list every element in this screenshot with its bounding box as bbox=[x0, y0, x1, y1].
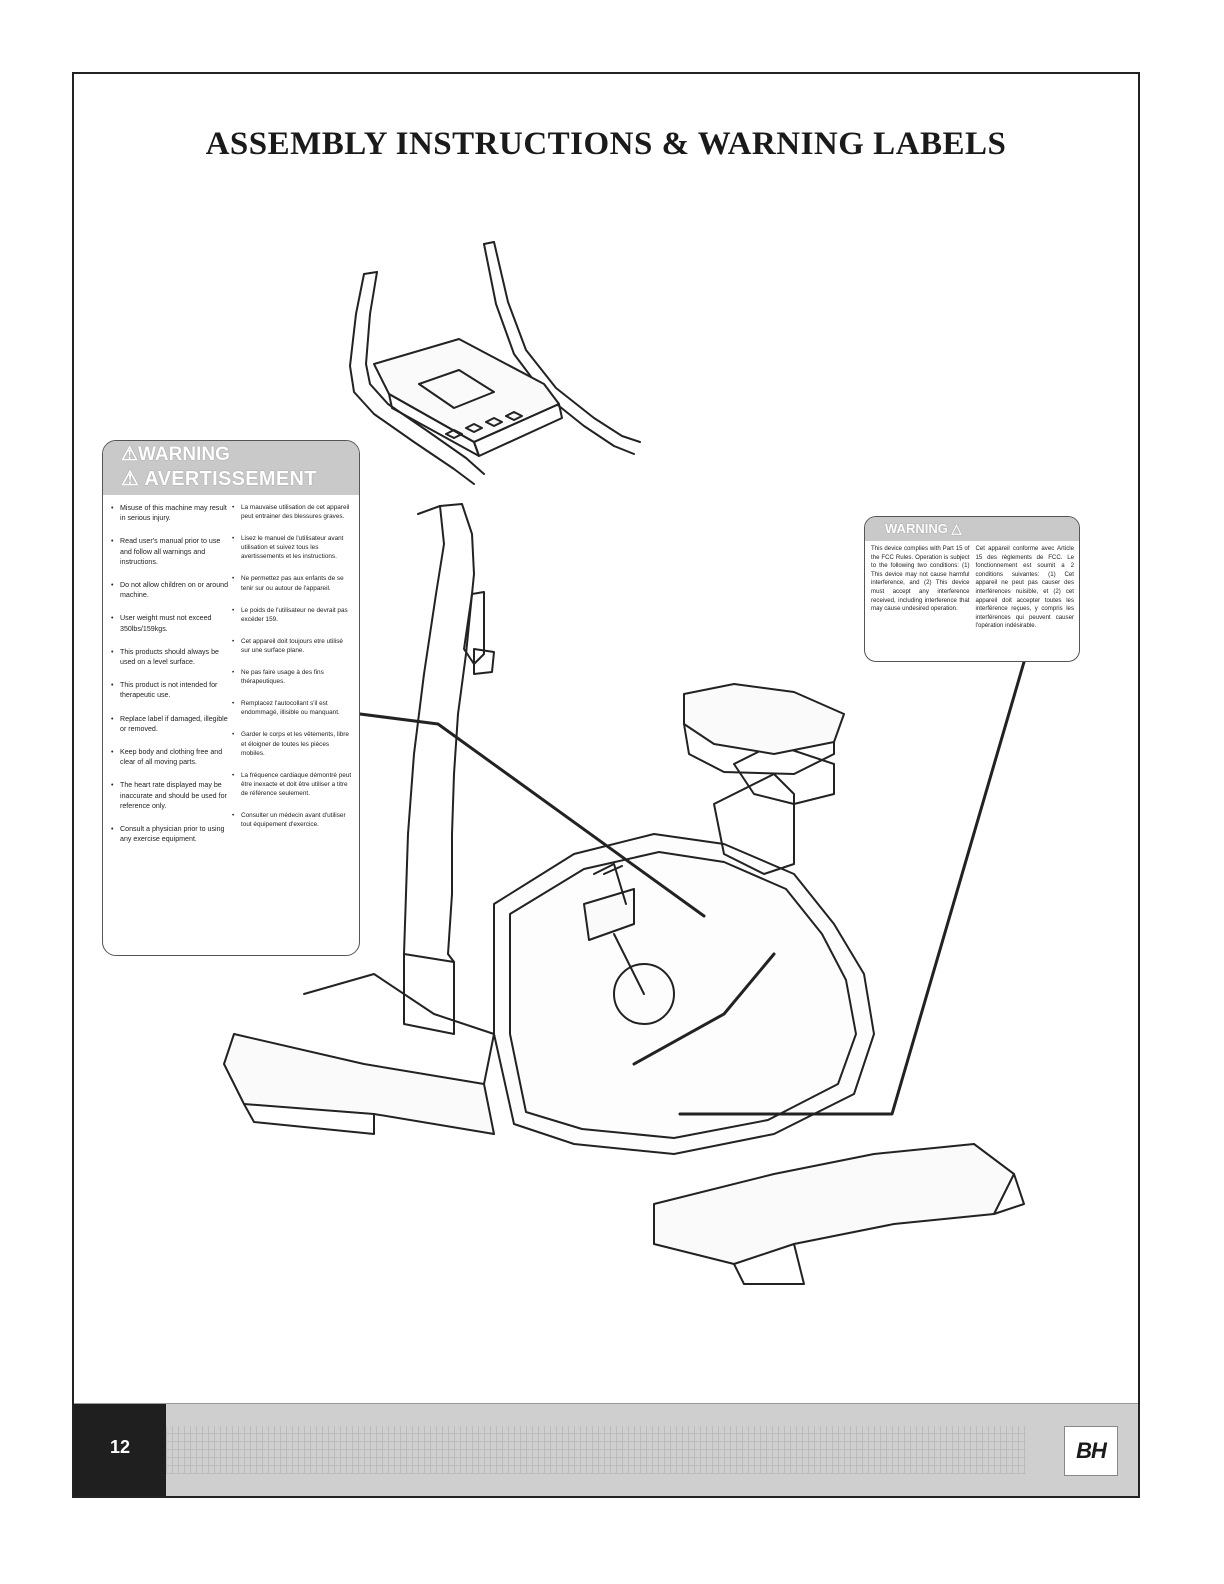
warning-item-en: Keep body and clothing free and clear of… bbox=[111, 747, 232, 767]
warning-item-en: User weight must not exceed 350lbs/159kg… bbox=[111, 613, 232, 633]
warning-item-fr: Consulter un médecin avant d'utiliser to… bbox=[232, 811, 353, 829]
page-title: ASSEMBLY INSTRUCTIONS & WARNING LABELS bbox=[205, 126, 1007, 162]
warning-label-header: ⚠WARNING ⚠ AVERTISSEMENT bbox=[103, 441, 359, 495]
warning-item-fr: La fréquence cardiaque démontré peut êtr… bbox=[232, 771, 353, 798]
warning-item-en: Misuse of this machine may result in ser… bbox=[111, 503, 232, 523]
warning-item-en: This product is not intended for therape… bbox=[111, 680, 232, 700]
warning-item-en: This products should always be used on a… bbox=[111, 647, 232, 667]
warning-item-en: Do not allow children on or around machi… bbox=[111, 580, 232, 600]
warning-item-fr: Cet appareil doit toujours etre utilisé … bbox=[232, 637, 353, 655]
warning-heading-fr: ⚠ AVERTISSEMENT bbox=[121, 468, 317, 490]
fcc-label-header: WARNING △ bbox=[865, 517, 1079, 541]
fcc-text-english: This device complies with Part 15 of the… bbox=[871, 545, 970, 613]
page-number-box: 12 bbox=[74, 1404, 166, 1496]
warning-list-french: La mauvaise utilisation de cet appareil … bbox=[232, 503, 353, 857]
warning-item-en: Consult a physician prior to using any e… bbox=[111, 824, 232, 844]
fcc-warning-label: WARNING △ This device complies with Part… bbox=[864, 516, 1080, 662]
fcc-text-french: Cet appareil conforme avec Article 15 de… bbox=[975, 545, 1075, 630]
warning-item-fr: Lisez le manuel de l'utilisateur avant u… bbox=[232, 534, 353, 561]
brand-logo-text: BH bbox=[1076, 1438, 1107, 1463]
page-number: 12 bbox=[110, 1437, 131, 1457]
warning-item-en: Replace label if damaged, illegible or r… bbox=[111, 714, 232, 734]
bh-logo: BH bbox=[1064, 1426, 1118, 1476]
warning-item-en: The heart rate displayed may be inaccura… bbox=[111, 780, 232, 811]
page-footer: 12 BH bbox=[74, 1403, 1138, 1496]
warning-label: ⚠WARNING ⚠ AVERTISSEMENT Misuse of this … bbox=[102, 440, 360, 956]
warning-item-fr: Ne permettez pas aux enfants de se tenir… bbox=[232, 574, 353, 592]
warning-item-fr: Garder le corps et les vêtements, libre … bbox=[232, 730, 353, 757]
exercise-bike-illustration bbox=[223, 241, 1026, 1285]
warning-item-fr: Ne pas faire usage à des fins thérapeuti… bbox=[232, 668, 353, 686]
warning-list-english: Misuse of this machine may result in ser… bbox=[111, 503, 232, 857]
page-frame: ASSEMBLY INSTRUCTIONS & WARNING LABELS bbox=[72, 72, 1140, 1498]
warning-item-en: Read user's manual prior to use and foll… bbox=[111, 536, 232, 567]
warning-item-fr: Le poids de l'utilisateur ne devrait pas… bbox=[232, 606, 353, 624]
warning-item-fr: La mauvaise utilisation de cet appareil … bbox=[232, 503, 353, 521]
footer-pattern bbox=[166, 1426, 1026, 1474]
warning-heading-en: ⚠WARNING bbox=[121, 444, 230, 465]
warning-item-fr: Remplacez l'autocollant s'il est endomma… bbox=[232, 699, 353, 717]
